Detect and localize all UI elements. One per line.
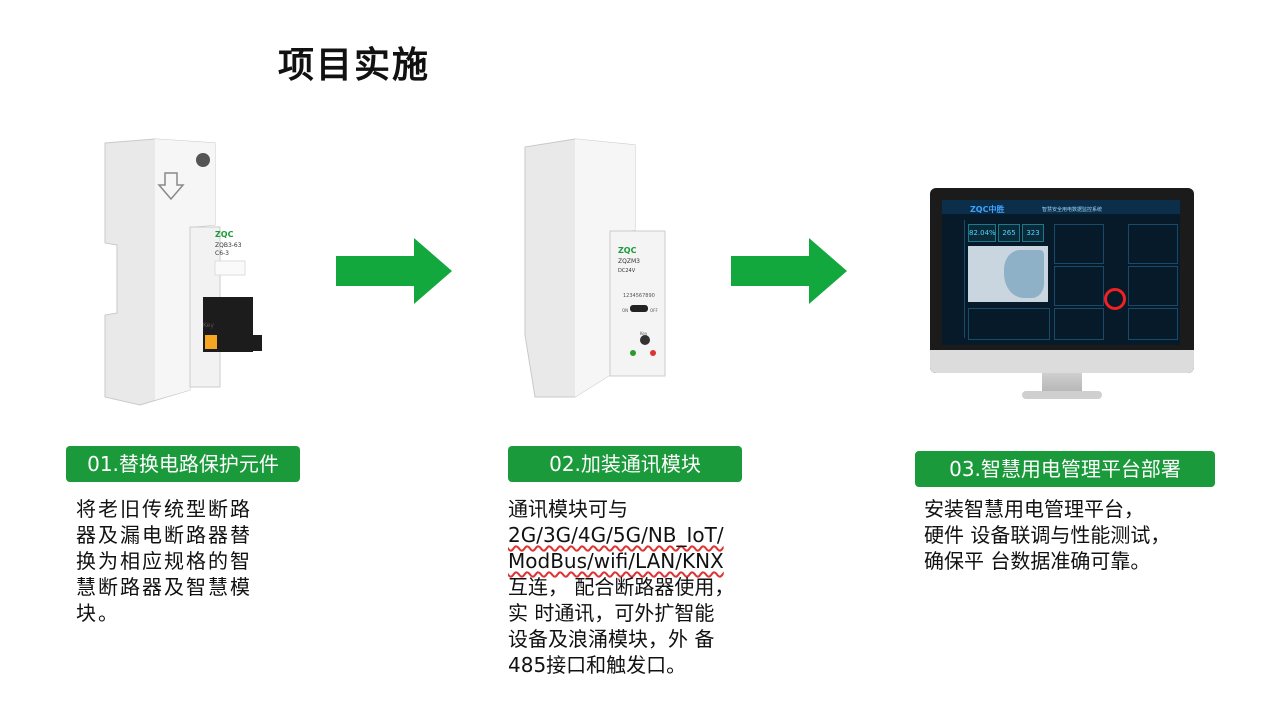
step-3-label: 03.智慧用电管理平台部署 (915, 451, 1215, 487)
module-off-text: OFF (650, 308, 658, 313)
breaker-brand-text: ZQC (215, 230, 234, 239)
dashboard-screen: ZQC中胜 智慧安全用电数据监控系统 82.04% 265 323 (942, 200, 1180, 345)
dashboard-title: 智慧安全用电数据监控系统 (1042, 207, 1103, 213)
breaker-key-text: Key (203, 322, 214, 329)
module-key-text: Key (640, 331, 648, 336)
kpi-1: 82.04% (968, 224, 996, 242)
module-brand-text: ZQC (618, 246, 637, 255)
monitor-image: ZQC中胜 智慧安全用电数据监控系统 82.04% 265 323 (930, 188, 1194, 406)
kpi-3: 323 (1022, 224, 1044, 242)
breaker-rating-text: C6-3 (215, 250, 229, 257)
arrow-right-icon (731, 238, 847, 304)
module-voltage-text: DC24V (618, 268, 636, 274)
dashboard-map (968, 246, 1048, 302)
step-1-description: 将老旧传统型断路 器及漏电断路器替 换为相应规格的智 慧断路器及智慧模 块。 (76, 497, 252, 625)
module-model-text: ZQZM3 (618, 258, 640, 265)
arrow-right-icon (336, 238, 452, 304)
module-serial-text: 1234567890 (623, 293, 655, 299)
communication-module-image: ZQC ZQZM3 DC24V 1234567890 ON OFF Key (524, 138, 666, 398)
breaker-model-text: ZQB3-63 (215, 242, 242, 249)
kpi-2: 265 (998, 224, 1020, 242)
step-2-description: 通讯模块可与 2G/3G/4G/5G/NB_IoT/ ModBus/wifi/L… (508, 497, 735, 677)
dashboard-brand: ZQC中胜 (970, 205, 1005, 214)
module-on-text: ON (622, 308, 628, 313)
step-3-description: 安装智慧用电管理平台， 硬件 设备联调与性能测试， 确保平 台数据准确可靠。 (924, 497, 1171, 573)
dashboard-donut (1104, 288, 1126, 310)
smart-breaker-image: ZQC ZQB3-63 C6-3 Key (104, 138, 262, 406)
page-title: 项目实施 (278, 45, 431, 86)
step-1-label: 01.替换电路保护元件 (66, 446, 300, 482)
step-2-label: 02.加装通讯模块 (508, 446, 742, 482)
